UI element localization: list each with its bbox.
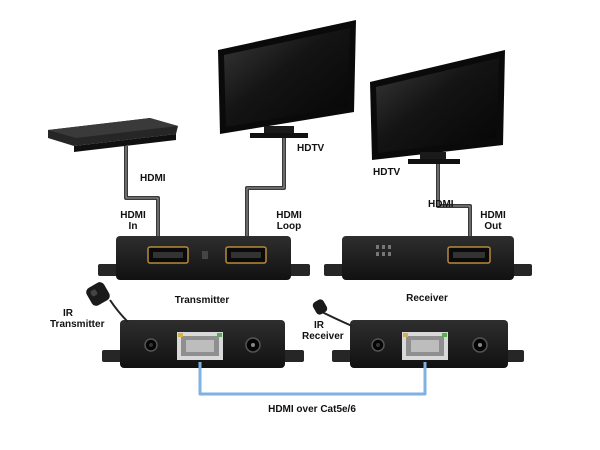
ir-transmitter-dongle: [86, 282, 129, 323]
hdmi-loop-port: [225, 246, 267, 264]
ir-receiver-dongle: [312, 299, 353, 327]
receiver-back: [332, 320, 524, 368]
receiver-unit: [324, 236, 532, 280]
ir-port: [371, 338, 385, 352]
label-hdtv-2: HDTV: [373, 167, 401, 178]
label-ir-receiver-1: IR: [314, 320, 325, 331]
label-hdmi-loop-2: Loop: [277, 221, 301, 232]
ir-port: [144, 338, 158, 352]
dip-switch: [376, 245, 391, 256]
label-hdtv-1: HDTV: [297, 143, 325, 154]
label-hdmi-out-2: Out: [484, 221, 502, 232]
label-hdmi-loop-1: HDMI: [276, 210, 302, 221]
label-link: HDMI over Cat5e/6: [268, 404, 356, 415]
label-ir-transmitter-1: IR: [63, 308, 74, 319]
transmitter-unit: [98, 236, 310, 280]
media-player: [48, 118, 178, 152]
hdtv-1: [218, 20, 356, 138]
label-hdmi-rx: HDMI: [428, 199, 454, 210]
label-ir-transmitter-2: Transmitter: [50, 319, 105, 330]
power-port: [472, 337, 488, 353]
label-hdmi-out-1: HDMI: [480, 210, 506, 221]
indicator-led: [202, 251, 208, 259]
label-hdmi-in-2: In: [129, 221, 138, 232]
hdtv-2: [370, 50, 505, 164]
hdmi-out-port: [447, 246, 491, 264]
label-hdmi-player: HDMI: [140, 173, 166, 184]
label-ir-receiver-2: Receiver: [302, 331, 344, 342]
power-port: [245, 337, 261, 353]
label-transmitter: Transmitter: [175, 295, 230, 306]
transmitter-back: [102, 320, 304, 368]
rj45-port: [177, 332, 223, 360]
hdmi-in-port: [147, 246, 189, 264]
label-receiver: Receiver: [406, 293, 448, 304]
cat5e-cable: [198, 362, 427, 396]
rj45-port: [402, 332, 448, 360]
label-hdmi-in-1: HDMI: [120, 210, 146, 221]
